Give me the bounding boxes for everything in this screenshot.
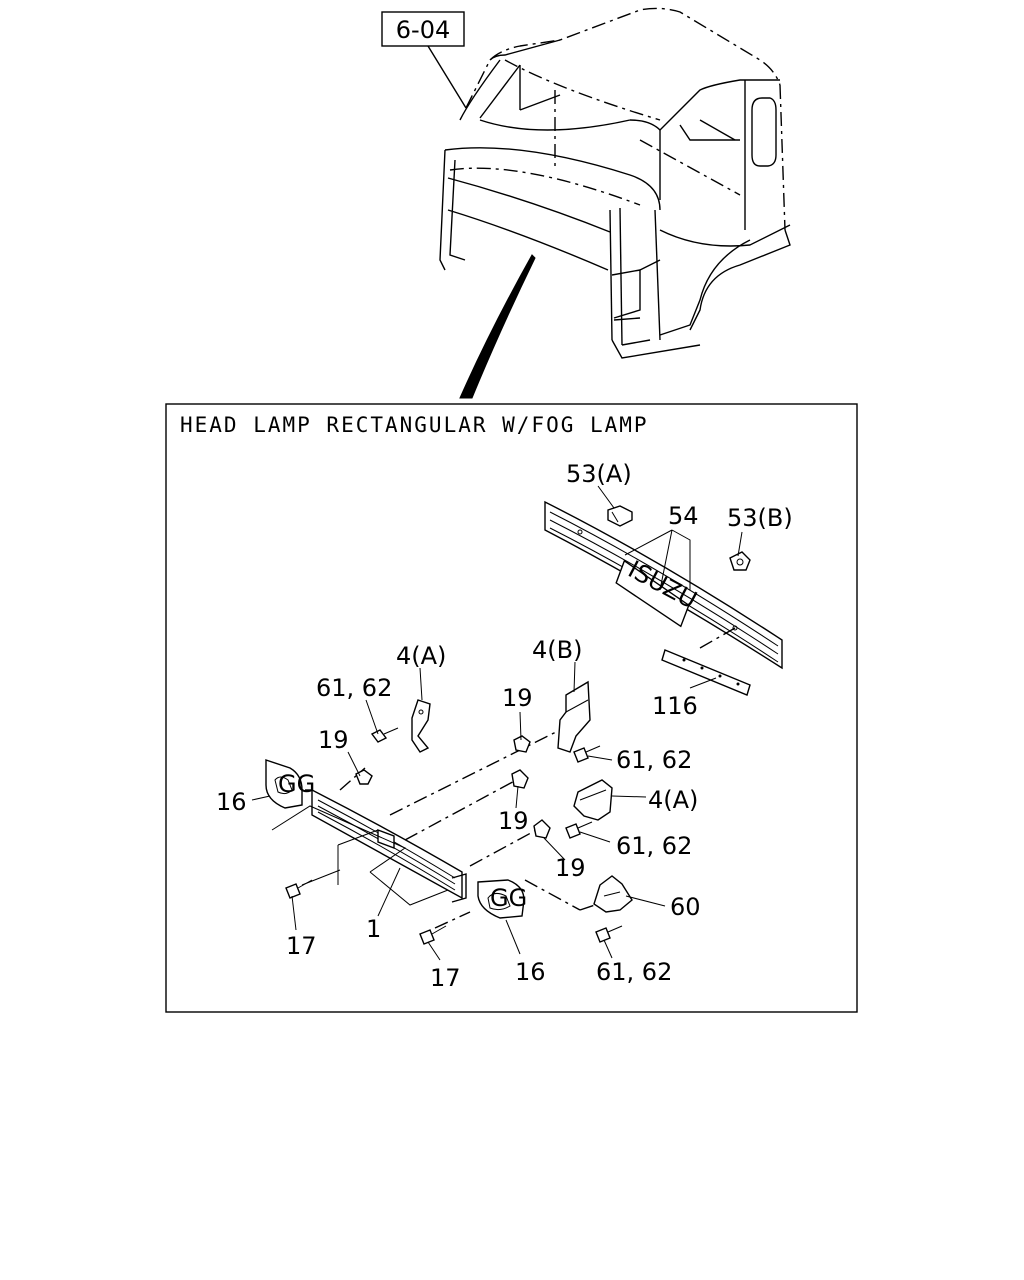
section-title: HEAD LAMP RECTANGULAR W/FOG LAMP	[180, 413, 649, 437]
lower-grille[interactable]	[305, 788, 467, 903]
bracket-4a-right[interactable]	[573, 779, 613, 821]
callout-leaders	[251, 485, 743, 961]
clip-53b[interactable]	[729, 551, 751, 571]
nut-19-c[interactable]	[511, 769, 529, 789]
callout-19-c: 19	[498, 807, 529, 835]
fog-cover-left-mark: GG	[278, 770, 315, 798]
fog-cover-right-mark: GG	[490, 884, 527, 912]
callout-54: 54	[668, 502, 699, 530]
section-leader	[459, 254, 536, 399]
bracket-4b[interactable]	[557, 680, 591, 753]
callout-19-d: 19	[555, 854, 586, 882]
callout-53b: 53(B)	[727, 504, 793, 532]
lower-strip[interactable]	[661, 649, 751, 696]
callout-16-left: 16	[216, 788, 247, 816]
nut-19-a[interactable]	[355, 769, 373, 785]
callout-6162-d: 61, 62	[596, 958, 672, 986]
fog-cover-right[interactable]: GG	[477, 879, 527, 919]
callout-6162-c: 61, 62	[616, 832, 692, 860]
reference-leader	[427, 45, 467, 109]
reference-box[interactable]: 6-04	[381, 11, 465, 47]
callout-6162-a: 61, 62	[316, 674, 392, 702]
callout-19-a: 19	[318, 726, 349, 754]
callout-4a-right: 4(A)	[648, 786, 698, 814]
fog-cover-left[interactable]: GG	[265, 759, 315, 809]
callout-17-left: 17	[286, 932, 317, 960]
callout-4a-top: 4(A)	[396, 642, 446, 670]
callout-4b: 4(B)	[532, 636, 582, 664]
nut-19-d[interactable]	[533, 819, 551, 839]
screw-17-left[interactable]	[285, 879, 313, 899]
callout-116: 116	[652, 692, 698, 720]
callout-53a: 53(A)	[566, 460, 632, 488]
callout-6162-b: 61, 62	[616, 746, 692, 774]
callout-1: 1	[366, 915, 381, 943]
callout-16-bottom: 16	[515, 958, 546, 986]
nut-19-b[interactable]	[513, 735, 531, 753]
section-frame	[165, 403, 858, 1013]
callout-17-bottom: 17	[430, 964, 461, 992]
bracket-4a-top[interactable]	[411, 699, 431, 753]
screw-6162-d[interactable]	[595, 925, 623, 943]
screw-6162-c[interactable]	[565, 821, 593, 839]
truck-cab-sketch	[439, 7, 791, 359]
screw-6162-a[interactable]	[370, 727, 399, 743]
bracket-60[interactable]	[593, 875, 633, 913]
screw-6162-b[interactable]	[573, 745, 601, 763]
callout-60: 60	[670, 893, 701, 921]
screw-17-bottom[interactable]	[419, 925, 447, 945]
reference-label: 6-04	[396, 16, 450, 44]
callout-19-b: 19	[502, 684, 533, 712]
upper-grille[interactable]: ISUZU	[544, 500, 783, 670]
clip-53a[interactable]	[607, 505, 633, 527]
